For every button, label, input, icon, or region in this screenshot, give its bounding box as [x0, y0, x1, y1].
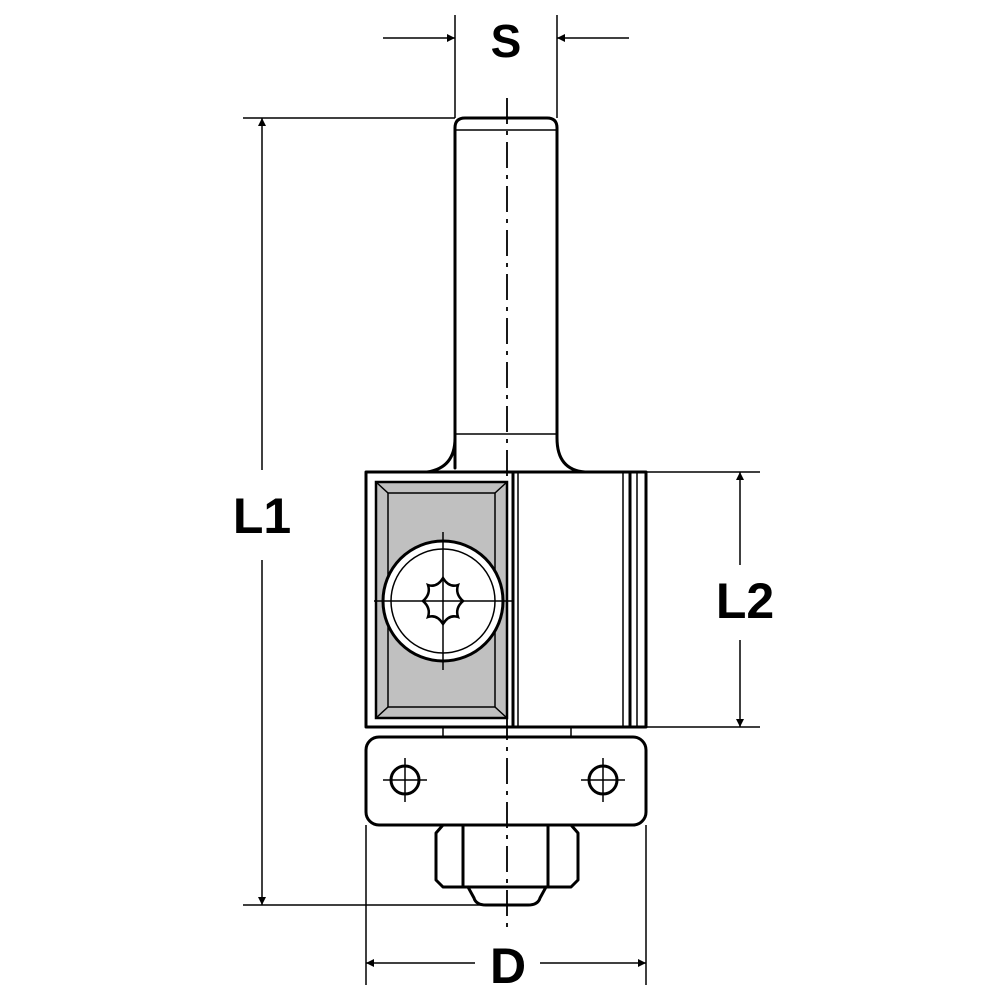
mounting-hole-left — [383, 758, 427, 802]
dimension-l2-label: L2 — [716, 573, 774, 629]
dimension-l2: L2 — [646, 471, 774, 728]
hex-nut — [434, 823, 580, 907]
cutter-body — [364, 470, 648, 729]
mounting-hole-right — [581, 758, 625, 802]
dimension-d-label: D — [490, 938, 526, 994]
dimension-s-label: S — [491, 15, 522, 67]
dimension-l1: L1 — [233, 117, 486, 906]
torx-screw-icon — [374, 532, 512, 670]
shank — [425, 116, 587, 474]
dimension-s: S — [383, 15, 629, 118]
dimension-d: D — [365, 825, 647, 994]
bearing-plate — [364, 727, 648, 827]
dimension-l1-label: L1 — [233, 488, 291, 544]
